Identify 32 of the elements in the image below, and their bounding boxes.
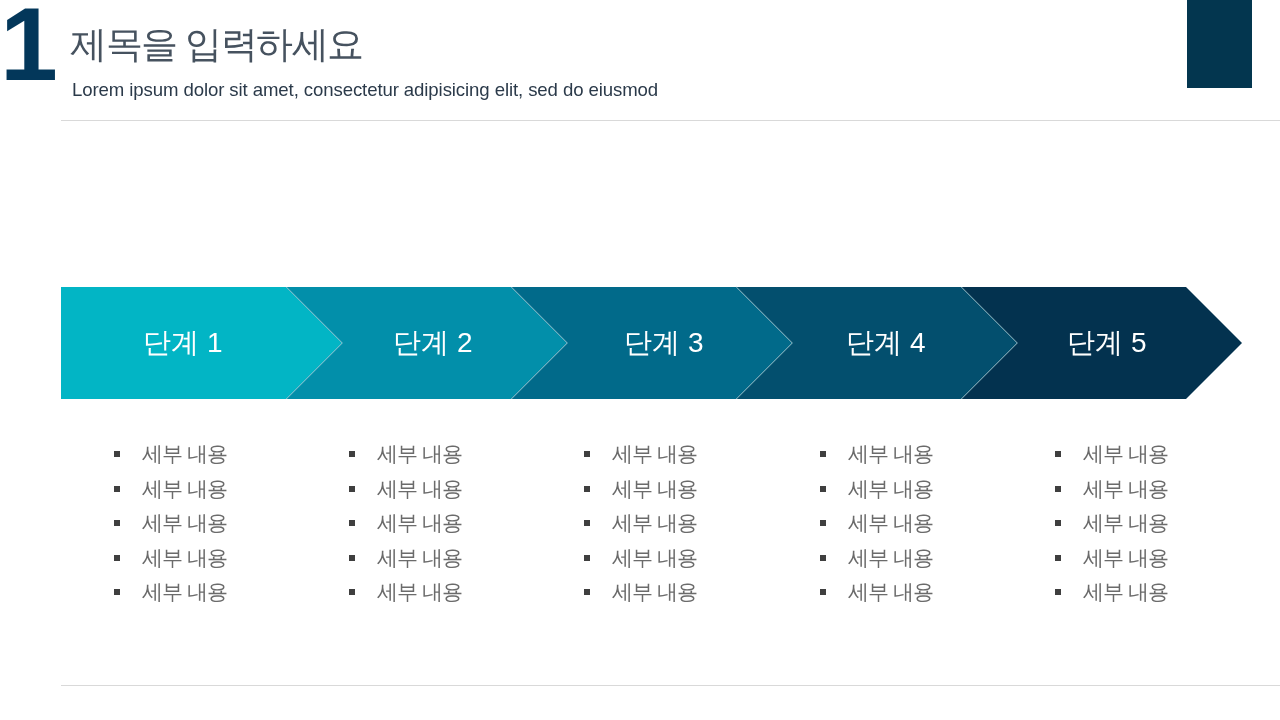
list-item: 세부 내용 [612, 441, 698, 467]
list-item: 세부 내용 [612, 544, 698, 571]
chevron-step: 단계 3 [511, 287, 792, 399]
list-item: 세부 내용 [848, 475, 934, 502]
list-item: 세부 내용 [612, 579, 698, 605]
chevron-step: 단계 5 [961, 287, 1242, 399]
chevron-step: 단계 4 [736, 287, 1017, 399]
list-item: 세부 내용 [377, 579, 463, 605]
list-item: 세부 내용 [1083, 441, 1169, 467]
slide-number: 1 [0, 2, 58, 86]
list-item: 세부 내용 [848, 510, 934, 536]
list-item: 세부 내용 [377, 441, 463, 467]
list-item: 세부 내용 [142, 510, 228, 536]
list-item: 세부 내용 [612, 475, 698, 502]
list-item: 세부 내용 [1083, 579, 1169, 605]
title: 제목을 입력하세요 [70, 23, 363, 67]
list-item: 세부 내용 [612, 510, 698, 536]
list-item: 세부 내용 [1083, 510, 1169, 536]
list-item: 세부 내용 [142, 475, 228, 502]
chevron-step: 단계 2 [286, 287, 567, 399]
list-item: 세부 내용 [142, 544, 228, 571]
subtitle: Lorem ipsum dolor sit amet, consectetur adipisicing elit, sed do eiusmod [72, 79, 659, 101]
list-item: 세부 내용 [377, 544, 463, 571]
list-item: 세부 내용 [377, 510, 463, 536]
list-item: 세부 내용 [1083, 544, 1169, 571]
list-item: 세부 내용 [848, 544, 934, 571]
list-item: 세부 내용 [848, 579, 934, 605]
list-item: 세부 내용 [377, 475, 463, 502]
list-item: 세부 내용 [142, 579, 228, 605]
list-item: 세부 내용 [1083, 475, 1169, 502]
list-item: 세부 내용 [848, 441, 934, 467]
list-item: 세부 내용 [142, 441, 228, 467]
